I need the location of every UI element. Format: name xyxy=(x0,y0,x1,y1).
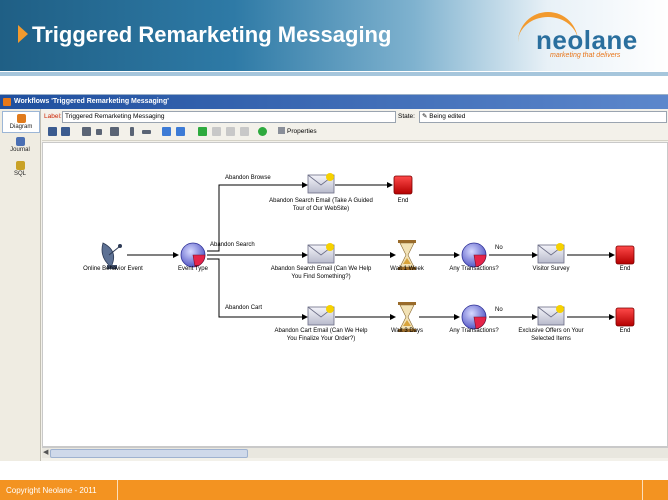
email-icon xyxy=(307,243,335,264)
slide-title: Triggered Remarketing Messaging xyxy=(32,22,392,47)
pencil-icon: ✎ xyxy=(422,113,428,120)
stop-icon[interactable] xyxy=(226,127,235,136)
node-label-survey: Visitor Survey xyxy=(532,266,570,272)
node-label-email-browse: Abandon Search Email (Take A Guided Tour… xyxy=(269,198,373,212)
event-type-pie-icon xyxy=(180,242,206,268)
label-row: Label: Triggered Remarketing Messaging S… xyxy=(42,111,668,123)
hourglass-icon xyxy=(398,302,416,332)
node-label-email-cart: Abandon Cart Email (Can We Help You Fina… xyxy=(274,328,368,342)
scroll-left-icon[interactable]: ◀ xyxy=(43,449,49,456)
diagram-icon xyxy=(16,114,26,123)
edge-label-search: Abandon Search xyxy=(210,242,255,248)
slide-footer: Copyright Neolane - 2011 xyxy=(0,480,668,500)
step-icon[interactable] xyxy=(240,127,249,136)
save-icon[interactable] xyxy=(48,127,57,136)
node-label-end-browse: End xyxy=(397,198,409,204)
logo-swoosh-icon xyxy=(518,12,578,55)
connector-lines xyxy=(127,182,615,320)
sidebar-item-sql[interactable]: SQL xyxy=(2,159,38,179)
properties-icon xyxy=(278,127,285,134)
end-icon xyxy=(615,245,635,265)
node-label-wait-week: Wait 1 Week xyxy=(390,266,424,272)
email-icon xyxy=(537,243,565,264)
node-label-start: Online Behavior Event xyxy=(83,266,143,272)
fit-icon[interactable] xyxy=(96,129,102,135)
node-label-end-cart: End xyxy=(619,328,631,334)
workflow-window: Workflows 'Triggered Remarketing Messagi… xyxy=(0,94,668,461)
save-as-icon[interactable] xyxy=(61,127,70,136)
workflow-app-icon xyxy=(3,98,11,106)
sidebar-item-label: Journal xyxy=(10,147,30,153)
footer-divider xyxy=(117,480,118,500)
node-label-transactions-1: Any Transactions? xyxy=(449,266,499,272)
toolbar: Properties xyxy=(42,124,668,141)
node-label-transactions-2: Any Transactions? xyxy=(449,328,499,334)
logo-tagline: marketing that delivers xyxy=(550,52,621,59)
email-icon xyxy=(537,305,565,326)
edge-label-browse: Abandon Browse xyxy=(225,175,271,181)
horizontal-scrollbar[interactable]: ◀ xyxy=(42,447,668,458)
transactions-pie-icon xyxy=(461,304,487,330)
align-icon[interactable] xyxy=(130,127,134,136)
end-icon xyxy=(615,307,635,327)
move-icon[interactable] xyxy=(82,127,91,136)
satellite-dish-icon xyxy=(101,242,122,269)
neolane-logo: neolane marketing that delivers xyxy=(512,10,662,62)
edge-label-cart: Abandon Cart xyxy=(225,305,263,311)
edge-label-no: No xyxy=(495,245,503,251)
workflow-diagram xyxy=(101,173,635,332)
label-input[interactable]: Triggered Remarketing Messaging xyxy=(62,111,396,123)
state-value: Being edited xyxy=(429,113,466,120)
email-icon xyxy=(307,305,335,326)
sidebar-item-diagram[interactable]: Diagram xyxy=(2,111,40,133)
sidebar-item-label: SQL xyxy=(13,171,26,177)
end-icon xyxy=(393,175,413,195)
banner-stripe xyxy=(0,72,668,76)
play-icon[interactable] xyxy=(198,127,207,136)
scrollbar-thumb[interactable] xyxy=(50,449,248,458)
node-label-event-type: Event Type xyxy=(178,266,208,272)
connector-browse xyxy=(207,182,308,252)
node-label-wait-days: Wait 3 Days xyxy=(390,328,424,334)
node-label-end-search: End xyxy=(619,266,631,272)
state-field[interactable]: ✎ Being edited xyxy=(419,111,667,123)
arrow-right-icon[interactable] xyxy=(162,127,171,136)
sidebar: Diagram Journal SQL xyxy=(0,109,41,461)
logo-text: neolane xyxy=(536,25,638,55)
footer-copyright: Copyright Neolane - 2011 xyxy=(6,486,97,495)
state-caption: State: xyxy=(398,113,415,120)
edge-label-no: No xyxy=(495,307,503,313)
email-icon xyxy=(307,173,335,194)
properties-label: Properties xyxy=(287,128,317,135)
footer-divider xyxy=(642,480,643,500)
connector-cart xyxy=(207,258,308,320)
sidebar-item-journal[interactable]: Journal xyxy=(2,135,38,155)
window-title: Workflows 'Triggered Remarketing Messagi… xyxy=(14,98,169,105)
hourglass-icon xyxy=(398,240,416,270)
slide-banner: Triggered Remarketing Messaging neolane … xyxy=(0,0,668,71)
journal-icon xyxy=(15,137,25,146)
label-caption: Label: xyxy=(44,113,62,120)
zoom-icon[interactable] xyxy=(110,127,119,136)
help-icon[interactable] xyxy=(176,127,185,136)
node-label-email-search: Abandon Search Email (Can We Help You Fi… xyxy=(270,266,372,280)
sidebar-item-label: Diagram xyxy=(9,124,33,130)
transactions-pie-icon xyxy=(461,242,487,268)
workflow-canvas[interactable]: Abandon Browse Abandon Search Abandon Ca… xyxy=(42,142,668,447)
link-icon[interactable] xyxy=(142,130,151,134)
sql-icon xyxy=(15,161,25,170)
node-label-offers: Exclusive Offers on Your Selected Items xyxy=(518,328,584,342)
title-arrow-icon xyxy=(18,25,28,43)
properties-button[interactable]: Properties xyxy=(278,127,317,135)
window-titlebar[interactable]: Workflows 'Triggered Remarketing Messagi… xyxy=(0,95,668,109)
refresh-icon[interactable] xyxy=(258,127,267,136)
pause-icon[interactable] xyxy=(212,127,221,136)
